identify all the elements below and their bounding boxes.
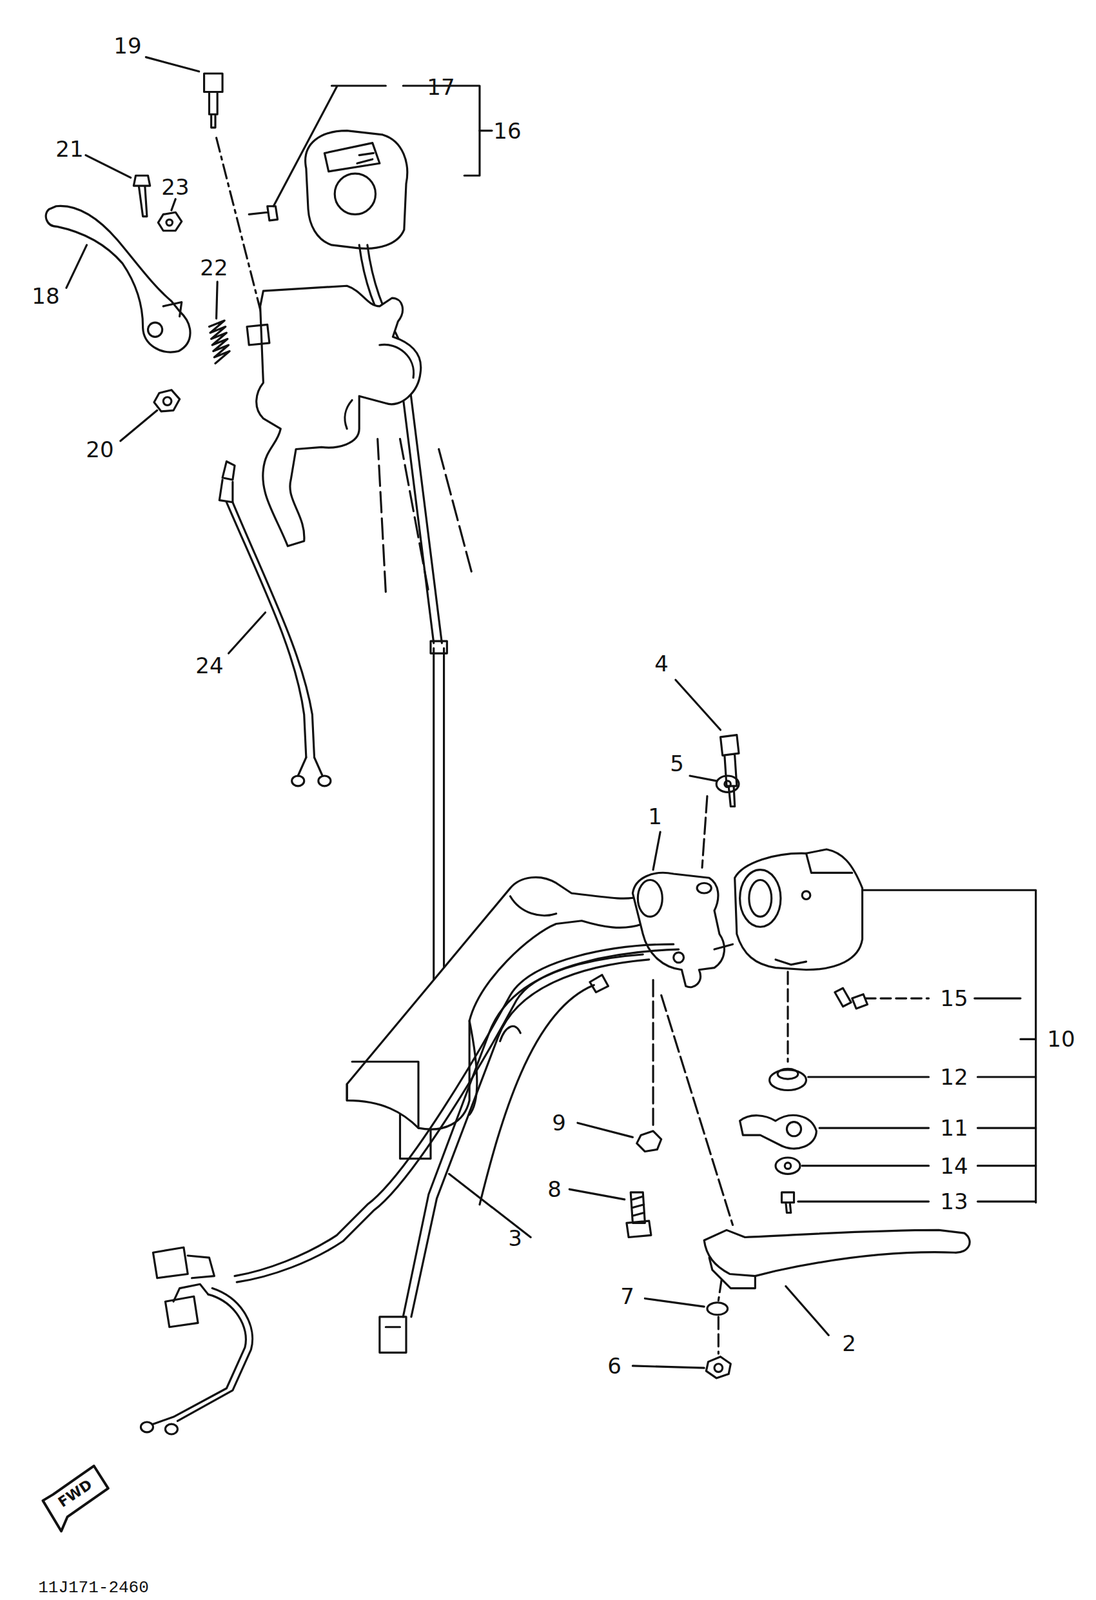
- callout-number: 4: [654, 652, 669, 675]
- callout-number: 12: [939, 1065, 968, 1088]
- callout-number: 10: [1047, 1027, 1075, 1050]
- callout-number: 5: [669, 752, 685, 775]
- callout-number: 15: [939, 987, 968, 1009]
- callout-number: 17: [426, 76, 455, 98]
- callout-number: 22: [199, 256, 228, 279]
- callout-number: 13: [939, 1190, 968, 1213]
- callout-number: 9: [551, 1111, 567, 1134]
- callout-number: 21: [55, 137, 84, 160]
- callout-number: 11: [939, 1116, 968, 1139]
- callout-number: 16: [493, 119, 521, 142]
- callout-number: 19: [113, 34, 142, 57]
- callout-number: 24: [195, 654, 224, 677]
- callout-number: 2: [841, 1331, 857, 1354]
- callout-number: 14: [939, 1154, 968, 1177]
- callout-number: 7: [620, 1284, 635, 1307]
- callout-number: 6: [607, 1354, 622, 1377]
- callout-number: 18: [31, 284, 60, 307]
- callout-number: 1: [647, 805, 663, 828]
- callout-number: 3: [508, 1226, 523, 1249]
- drawing-number: 11J171-2460: [38, 1578, 149, 1596]
- callout-number: 23: [161, 176, 189, 198]
- callout-number: 20: [85, 438, 114, 461]
- callout-number: 8: [547, 1177, 562, 1200]
